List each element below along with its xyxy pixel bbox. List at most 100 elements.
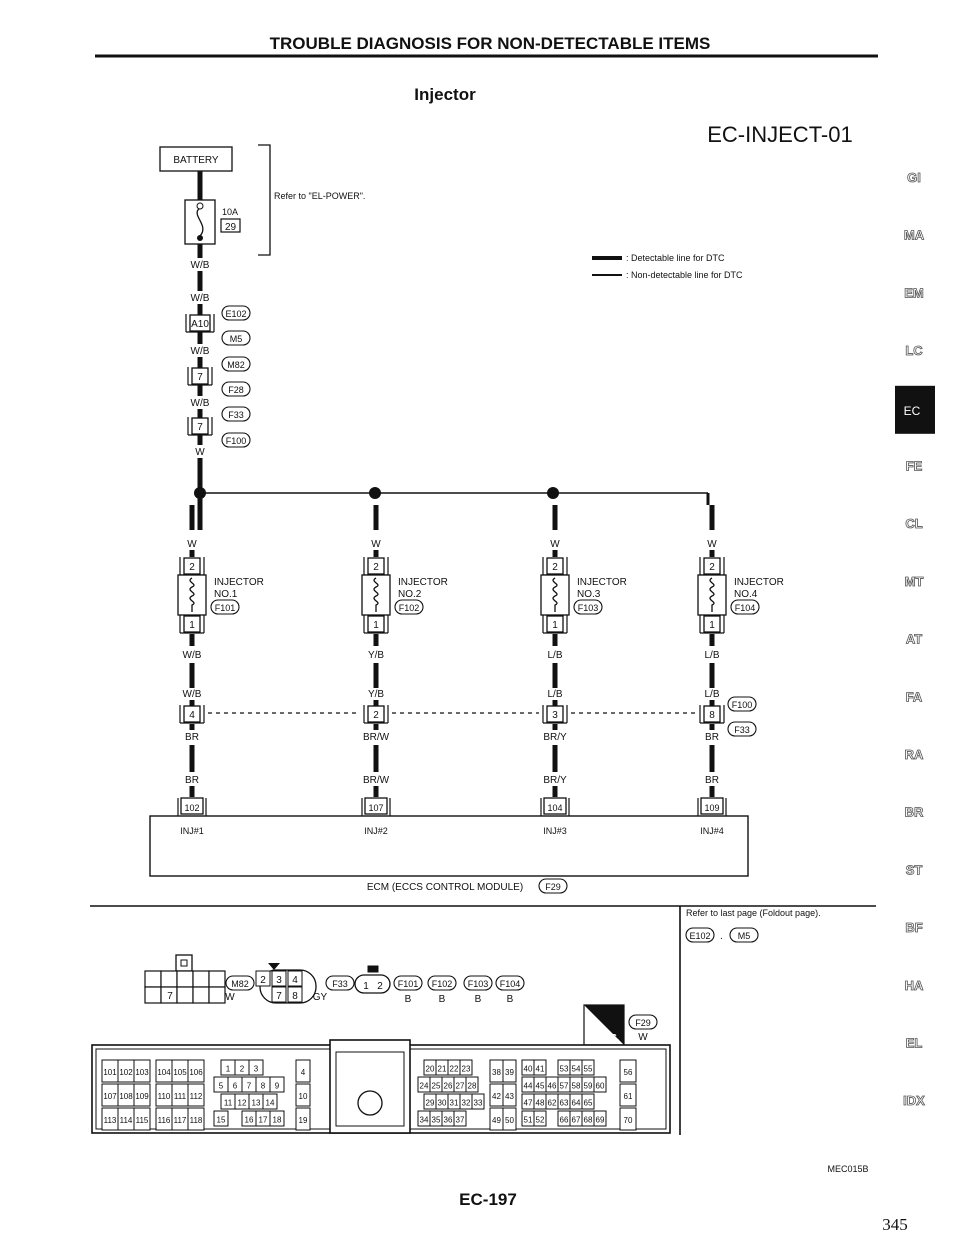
ecm-cavity <box>533 1110 547 1127</box>
fuse-rating: 10A <box>222 207 238 217</box>
connector-id-pill <box>221 406 251 422</box>
ecm-pin-number: 53 <box>560 1065 569 1074</box>
ecm-pin-number: 43 <box>505 1092 514 1101</box>
foldout-note: Refer to last page (Foldout page). <box>686 908 821 918</box>
connector-id-label: E102 <box>225 309 246 319</box>
ecm-pin-number: 65 <box>584 1099 593 1108</box>
ecm-cavity <box>502 1083 517 1107</box>
ecm-cavity <box>187 1107 205 1131</box>
diagram-title: Injector <box>414 85 476 104</box>
cavity <box>208 970 226 988</box>
connector-id-pill <box>221 356 251 372</box>
wire-color: L/B <box>547 650 562 661</box>
connector-id-label: M5 <box>230 334 243 344</box>
sidebar-tab-lc: LC <box>905 343 923 358</box>
sidebar-tab-fa: FA <box>906 689 923 704</box>
sidebar-tab-ma: MA <box>904 228 925 243</box>
ecm-pin-box <box>364 797 388 815</box>
ecm-pin-number: 26 <box>444 1082 453 1091</box>
ecm-pin-number: 32 <box>462 1099 471 1108</box>
ecm-pin-number: 33 <box>474 1099 483 1108</box>
connector-id-pill <box>427 975 457 991</box>
ecm-pin-number: 7 <box>247 1082 252 1091</box>
sidebar-tab-ec: EC <box>904 404 921 418</box>
ecm-pin-number: 118 <box>190 1116 203 1125</box>
ecm-pin-number: 21 <box>438 1065 447 1074</box>
lock <box>367 965 379 973</box>
cavity <box>192 970 210 988</box>
connector-id-pill <box>210 599 240 615</box>
ecm-pin-number: 14 <box>266 1099 275 1108</box>
connector-pin-box <box>183 615 201 633</box>
wire-color: BR <box>705 732 719 743</box>
ecm-pin-number: 9 <box>275 1082 280 1091</box>
splice-dot <box>369 487 381 499</box>
ecm-cavity <box>593 1110 607 1127</box>
wire-color: W/B <box>191 293 210 304</box>
diagram-code: EC-INJECT-01 <box>707 122 852 147</box>
injector-coil-icon <box>373 577 379 612</box>
sidebar-tab-el: EL <box>906 1036 923 1051</box>
ecm-pin-number: 63 <box>560 1099 569 1108</box>
ecm-pin-number: 44 <box>524 1082 533 1091</box>
pin-number: 3 <box>276 975 282 986</box>
injector-label: INJECTOR <box>398 577 448 588</box>
cavity <box>287 986 303 1003</box>
ecm-pin-number: 109 <box>135 1092 149 1101</box>
sidebar-tab-st: ST <box>906 862 923 877</box>
wire-color: L/B <box>547 689 562 700</box>
cavity <box>176 970 194 988</box>
connector-pin-box <box>183 705 201 723</box>
connector-id-pill <box>221 432 251 448</box>
page-code: EC-197 <box>459 1190 517 1209</box>
connector-pin-box <box>183 557 201 575</box>
ecm-pin-number: 113 <box>104 1116 117 1125</box>
wire-color: W/B <box>183 689 202 700</box>
connector-id-label: F33 <box>734 725 750 735</box>
ecm-pin-number: 41 <box>536 1065 545 1074</box>
battery-box <box>159 146 233 172</box>
ecm-pin-number: 104 <box>157 1068 171 1077</box>
ecm-pin-number: 47 <box>524 1099 533 1108</box>
ecm-pin-number: 17 <box>259 1116 268 1125</box>
connector-id-label: M82 <box>231 979 249 989</box>
sidebar-tab-br: BR <box>905 805 924 820</box>
ecm-cavity <box>262 1093 278 1110</box>
wire-color: W/B <box>191 346 210 357</box>
sidebar-tab-ra: RA <box>905 747 924 762</box>
cavity <box>144 986 162 1004</box>
ecm-pin-number: 30 <box>438 1099 447 1108</box>
ecm-pin-number: 107 <box>368 803 383 813</box>
ecm-pin-number: 107 <box>103 1092 117 1101</box>
pin-number: 2 <box>377 981 383 992</box>
connector-id-pill <box>538 878 568 894</box>
ecm-pin-number: 70 <box>624 1116 633 1125</box>
ecm-cavity <box>295 1083 311 1107</box>
ecm-pin-number: 34 <box>420 1116 429 1125</box>
connector-pin-box <box>546 705 564 723</box>
ecm-cavity <box>465 1076 479 1093</box>
connector-id-label: M5 <box>738 931 751 941</box>
wire-color: BR/W <box>363 732 390 743</box>
connector-pin-box <box>189 314 211 332</box>
ecm-pin-number: 52 <box>536 1116 545 1125</box>
wire-color: W <box>638 1032 648 1043</box>
pin-number: 2 <box>260 975 266 986</box>
ecm-cavity <box>453 1110 467 1127</box>
wire-color: B <box>507 994 514 1005</box>
ecm-pin-number: 31 <box>450 1099 459 1108</box>
connector-id-pill <box>221 330 251 346</box>
ecm-cavity <box>581 1093 595 1110</box>
ecm-pin-number: 16 <box>245 1116 254 1125</box>
ecm-pin-number: 67 <box>572 1116 581 1125</box>
ecm-cavity <box>133 1059 151 1083</box>
separator: . <box>720 931 723 942</box>
ecm-pin-number: 8 <box>261 1082 266 1091</box>
pin-number: 2 <box>552 562 558 573</box>
ecm-pin-number: 24 <box>420 1082 429 1091</box>
connector-id-pill <box>729 927 759 943</box>
ecm-pin-number: 102 <box>184 803 199 813</box>
sidebar-tab-cl: CL <box>905 516 922 531</box>
